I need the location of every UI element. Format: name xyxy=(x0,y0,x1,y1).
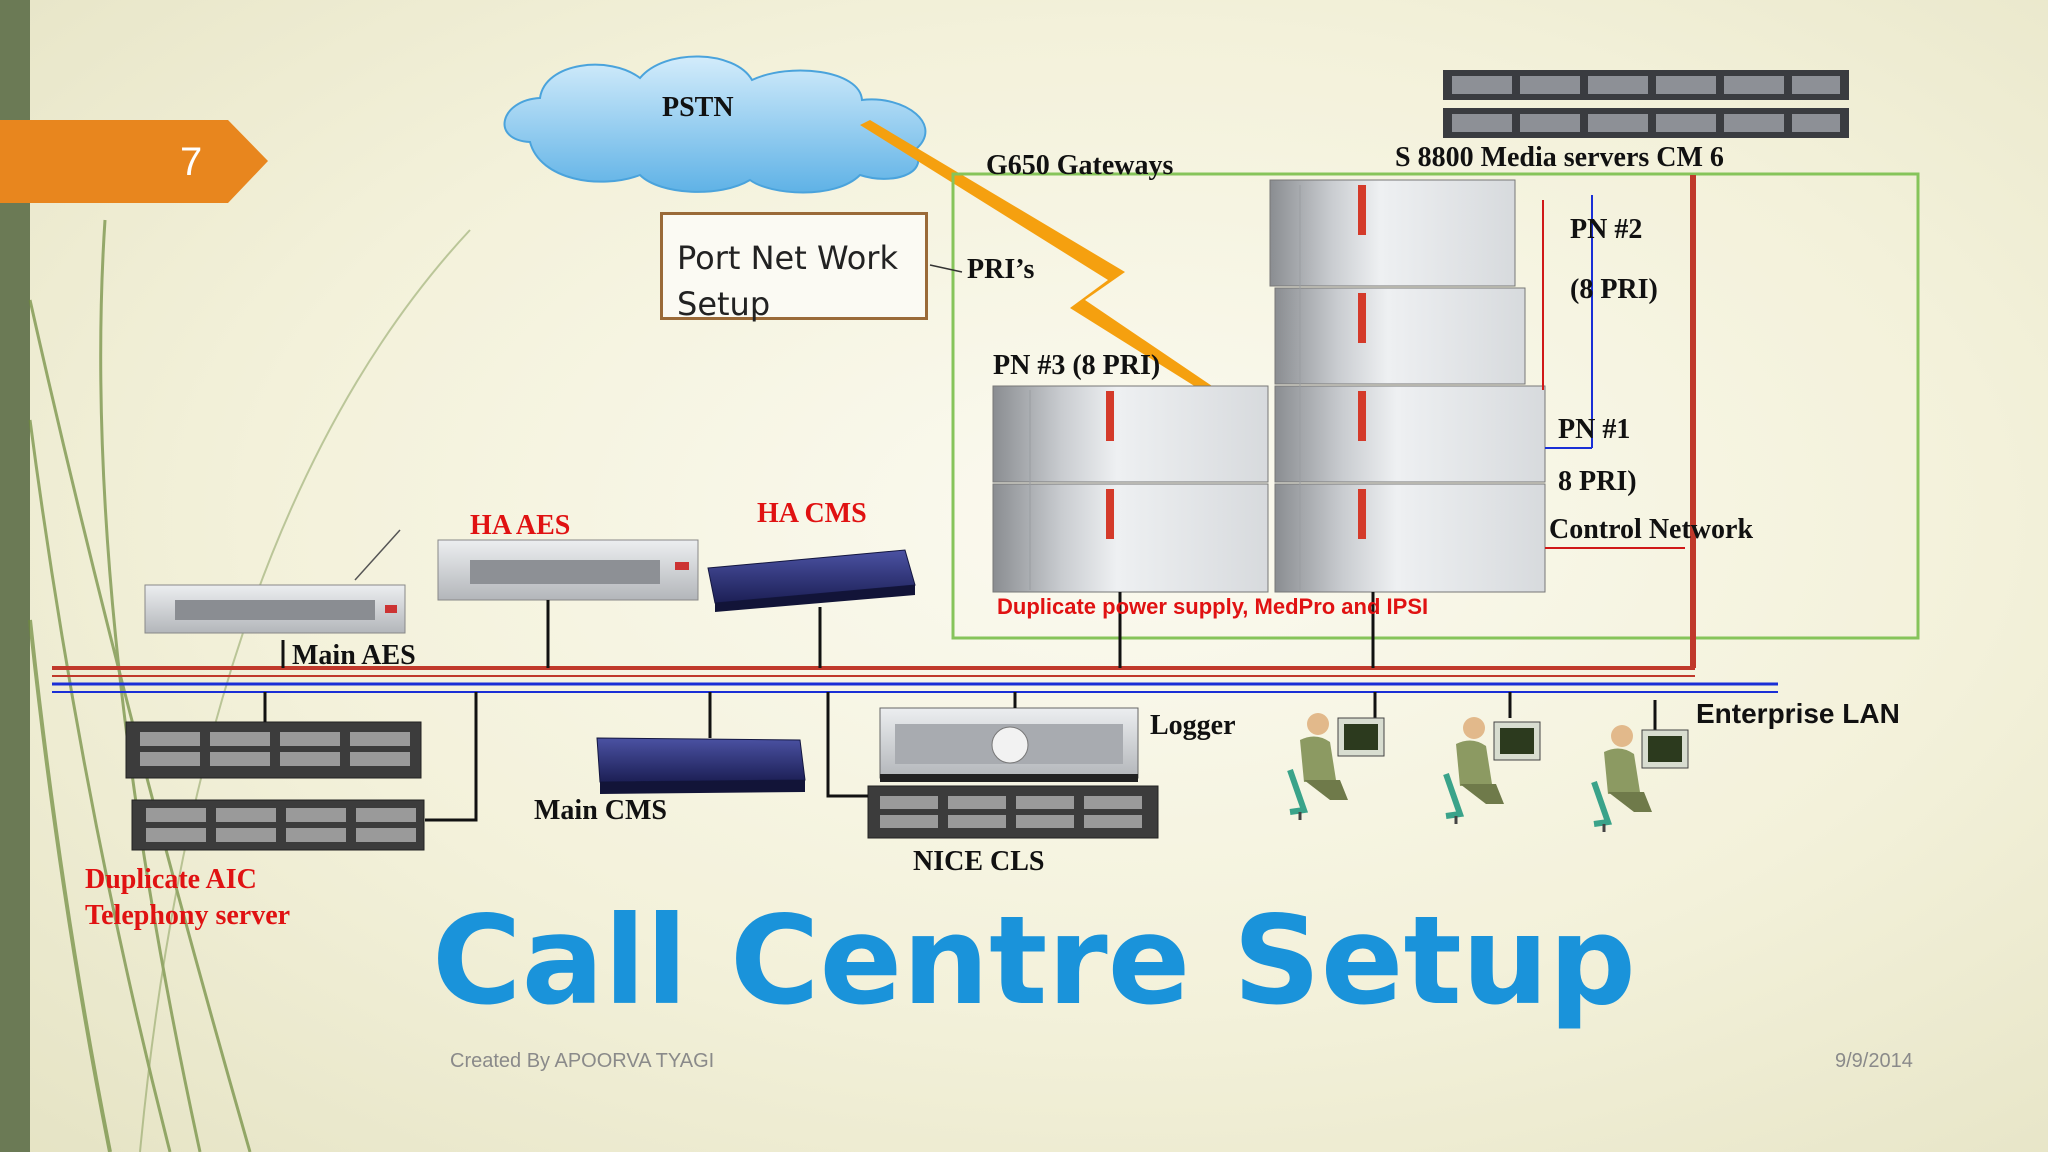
slide-number-tab xyxy=(0,120,268,203)
agent-workstation-icon-1 xyxy=(1287,713,1385,820)
pstn-cloud-icon xyxy=(503,55,927,194)
duplicate-power-label: Duplicate power supply, MedPro and IPSI xyxy=(997,594,1429,619)
agent-workstation-icon-3 xyxy=(1591,725,1689,832)
port-network-setup-box: Port Net Work Setup xyxy=(660,212,928,323)
slide-number: 7 xyxy=(180,140,203,184)
duplicate-aic-label-line1: Duplicate AIC xyxy=(85,864,257,895)
ha-cms-label: HA CMS xyxy=(757,498,867,529)
pn1-pri-label: 8 PRI) xyxy=(1558,466,1637,497)
main-aes-pointer xyxy=(354,529,401,581)
ha-cms-server-icon xyxy=(707,549,916,612)
main-cms-label: Main CMS xyxy=(534,795,667,826)
main-aes-server-icon xyxy=(144,584,406,634)
slide-title: Call Centre Setup xyxy=(432,890,1636,1032)
port-network-label-line2: Setup xyxy=(677,285,771,323)
lan-drop-lines xyxy=(263,592,1657,822)
media-servers-label: S 8800 Media servers CM 6 xyxy=(1395,142,1724,173)
ha-aes-label: HA AES xyxy=(470,510,571,541)
pri-link-line xyxy=(929,264,963,273)
enterprise-lan-label: Enterprise LAN xyxy=(1696,698,1900,729)
duplicate-aic-label-line2: Telephony server xyxy=(85,900,291,931)
nice-cls-server-icon xyxy=(867,785,1159,839)
ha-aes-server-icon xyxy=(437,539,699,601)
pn2-pri-label: (8 PRI) xyxy=(1570,274,1658,305)
media-server-rack-icon xyxy=(1443,70,1849,138)
footer-date: 9/9/2014 xyxy=(1835,1050,1913,1072)
g650-gateways-label: G650 Gateways xyxy=(986,150,1174,181)
port-network-label-line1: Port Net Work xyxy=(677,239,898,277)
pn2-label: PN #2 xyxy=(1570,214,1643,245)
control-network-label: Control Network xyxy=(1549,514,1754,545)
lightning-bolt-icon xyxy=(860,120,1215,392)
agent-workstation-icon-2 xyxy=(1443,717,1541,824)
pris-label: PRI’s xyxy=(967,254,1035,285)
main-cms-server-icon xyxy=(596,737,806,794)
footer-author: Created By APOORVA TYAGI xyxy=(450,1050,715,1072)
g650-gateway-stack-icon xyxy=(992,179,1546,593)
logger-label: Logger xyxy=(1150,710,1236,741)
pn3-label: PN #3 (8 PRI) xyxy=(993,350,1161,381)
duplicate-aic-server-icon xyxy=(125,721,425,851)
pstn-label: PSTN xyxy=(662,92,734,123)
enterprise-lan-bus xyxy=(52,666,1778,693)
pn1-label: PN #1 xyxy=(1558,414,1631,445)
port-network-frame xyxy=(951,172,1920,640)
logger-server-icon xyxy=(879,707,1139,782)
main-aes-label: Main AES xyxy=(292,640,416,671)
nice-cls-label: NICE CLS xyxy=(913,846,1045,877)
